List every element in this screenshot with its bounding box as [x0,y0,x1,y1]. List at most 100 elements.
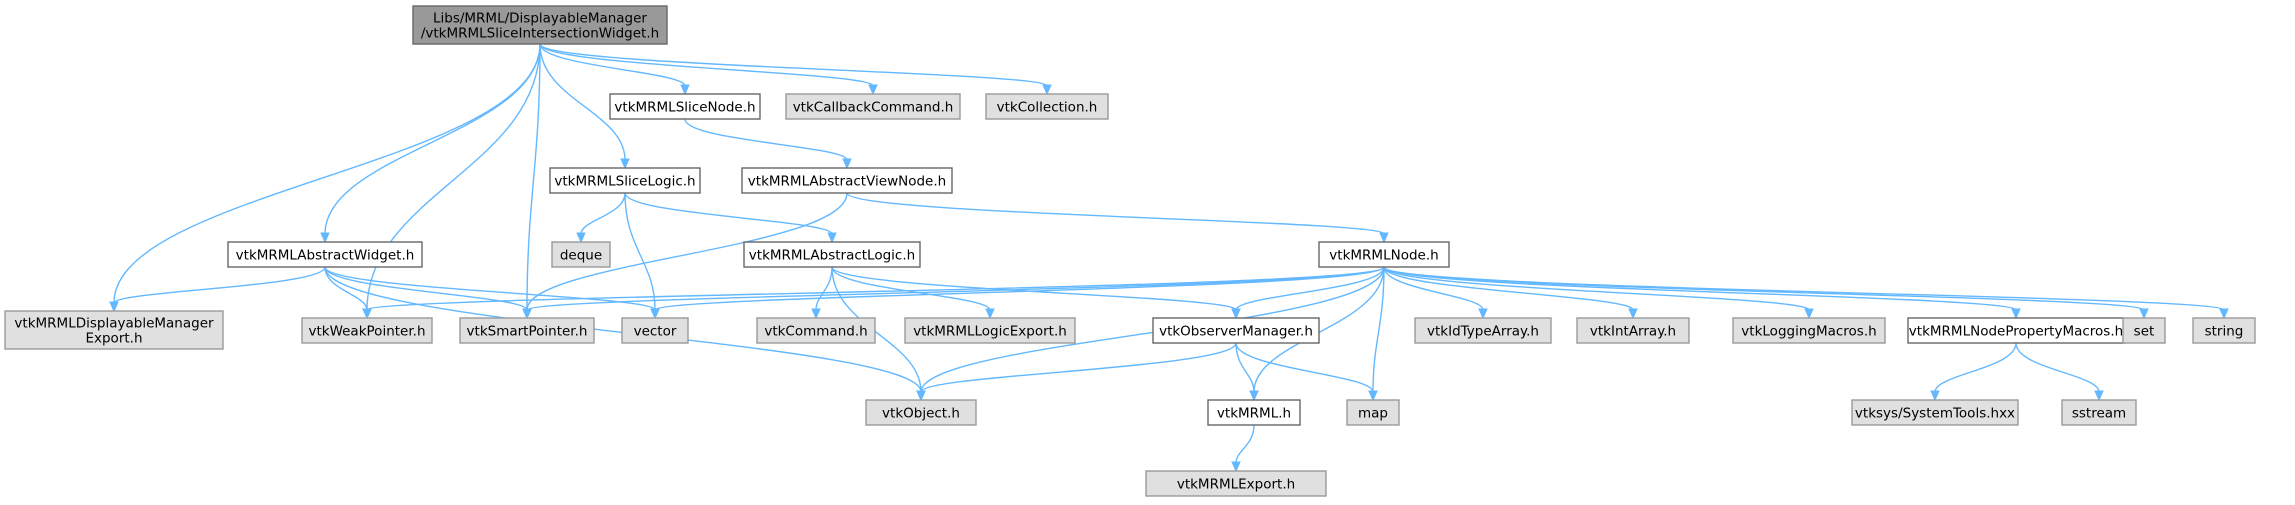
node-box [743,241,921,268]
arrowhead-obsMgr-to-mrml [1249,390,1259,402]
node-label: vtkMRMLAbstractLogic.h [749,248,915,264]
node-box [412,5,668,45]
arrowhead-sliceNode-to-absViewNode [842,158,852,170]
arrowhead-propMacros-to-sstream [2094,390,2104,402]
arrowhead-root-to-sliceNode [680,84,690,96]
edge-obsMgr-to-mrml [1235,342,1255,393]
edge-mrmlNode-to-set [1383,266,2145,311]
node-box [2122,317,2166,344]
arrowhead-mrmlNode-to-set [2139,308,2149,320]
node-vtkcommand-h: vtkCommand.h [756,317,876,344]
arrowhead-sliceLogic-to-deque [576,232,586,244]
node-box [1145,470,1327,497]
edge-absWidget-to-weakPtr [324,266,368,311]
node-vtkweakpointer-h: vtkWeakPointer.h [301,317,433,344]
edge-absWidget-to-smartPtr [324,266,528,311]
edge-root-to-callbackCmd [539,43,874,87]
node-box [227,241,423,268]
edge-absViewNode-to-mrmlNode [846,192,1385,235]
node-box [865,399,977,426]
edge-obsMgr-to-object [920,342,1237,393]
node-vtkmrmlslicelogic-h[interactable]: vtkMRMLSliceLogic.h [549,167,701,194]
node-box [4,310,224,350]
edge-root-to-dispExport [113,43,541,304]
node-box [1907,317,2125,344]
node-set: set [2122,317,2166,344]
edge-absLogic-to-command [815,266,833,311]
arrowhead-propMacros-to-sysTools [1930,390,1940,402]
node-vtkmrml-h[interactable]: vtkMRML.h [1207,399,1301,426]
edge-absLogic-to-logicExport [831,266,991,311]
node-label: vtkCommand.h [764,324,867,340]
edge-sliceLogic-to-vector [624,192,656,311]
node-box [1318,241,1450,268]
node-vtkmrmlabstractlogic-h[interactable]: vtkMRMLAbstractLogic.h [743,241,921,268]
edge-absLogic-to-object [831,266,922,393]
node-vtkmrmlnode-h[interactable]: vtkMRMLNode.h [1318,241,1450,268]
node-vtkmrmllogicexport-h: vtkMRMLLogicExport.h [904,317,1076,344]
arrowhead-mrmlNode-to-string [2219,308,2229,320]
node-box [551,241,611,268]
arrowhead-obsMgr-to-object [916,390,926,402]
arrowhead-mrml-to-mrmlExport [1231,461,1241,473]
node-vtkmrmlnodepropertymacros-h[interactable]: vtkMRMLNodePropertyMacros.h [1907,317,2125,344]
node-vtkcollection-h: vtkCollection.h [985,93,1109,120]
edge-absWidget-to-dispExport [113,266,326,304]
node-label: string [2205,324,2244,340]
node-string: string [2192,317,2256,344]
node-box [609,93,761,120]
edge-sliceLogic-to-absLogic [624,192,833,235]
node-label: vtkMRMLExport.h [1177,477,1295,493]
node-box [1152,317,1320,344]
node-vtkobservermanager-h[interactable]: vtkObserverManager.h [1152,317,1320,344]
node-label: vtkSmartPointer.h [467,324,588,340]
node-label: vtkMRMLSliceLogic.h [554,174,695,190]
arrowhead-root-to-sliceLogic [620,158,630,170]
edge-root-to-sliceNode [539,43,686,87]
edge-root-to-sliceLogic [539,43,626,161]
edge-absViewNode-to-smartPtr [526,192,848,311]
node-label: vtkMRMLDisplayableManager [14,316,214,332]
arrowhead-mrmlNode-to-idType [1478,308,1488,320]
arrowhead-absViewNode-to-mrmlNode [1379,232,1389,244]
node-box [1414,317,1552,344]
node-label: /vtkMRMLSliceIntersectionWidget.h [421,26,659,42]
node-box [904,317,1076,344]
node-vtkobject-h: vtkObject.h [865,399,977,426]
node-label: vtkMRMLAbstractViewNode.h [748,174,946,190]
node-map: map [1346,399,1400,426]
node-vtksys-systemtools-hxx: vtksys/SystemTools.hxx [1851,399,2019,426]
arrowhead-mrmlNode-to-intArray [1628,308,1638,320]
node-label: vtkCallbackCommand.h [793,100,954,116]
node-libs-mrml-displayablemanager-vtkmrmlsliceintersectionwidget-h[interactable]: Libs/MRML/DisplayableManager/vtkMRMLSlic… [412,5,668,45]
node-vtkmrmlabstractwidget-h[interactable]: vtkMRMLAbstractWidget.h [227,241,423,268]
node-vtkmrmlabstractviewnode-h[interactable]: vtkMRMLAbstractViewNode.h [741,167,953,194]
edge-mrmlNode-to-intArray [1383,266,1634,311]
arrowhead-root-to-absWidget [320,232,330,244]
arrowhead-mrmlNode-to-vector [650,308,660,320]
node-deque: deque [551,241,611,268]
node-box [2061,399,2137,426]
node-box [301,317,433,344]
arrowhead-mrmlNode-to-propMacros [2011,308,2021,320]
node-vtkidtypearray-h: vtkIdTypeArray.h [1414,317,1552,344]
edge-mrmlNode-to-idType [1383,266,1484,311]
node-label: vtkMRMLLogicExport.h [913,324,1067,340]
arrowhead-sliceLogic-to-absLogic [827,232,837,244]
edge-root-to-weakPtr [366,43,541,311]
edge-root-to-smartPtr [526,43,541,311]
node-box [756,317,876,344]
node-label: vtkObject.h [882,406,960,422]
edge-mrmlNode-to-weakPtr [366,266,1385,311]
node-label: set [2134,324,2155,340]
edge-mrmlNode-to-obsMgr [1235,266,1385,311]
node-label: vtkIdTypeArray.h [1427,324,1539,340]
edge-mrmlNode-to-map [1372,266,1385,393]
node-label: vtkMRMLNodePropertyMacros.h [1909,324,2123,340]
node-label: sstream [2072,406,2126,422]
node-label: vtksys/SystemTools.hxx [1855,406,2015,422]
node-vector: vector [621,317,689,344]
node-vtkmrmlslicenode-h[interactable]: vtkMRMLSliceNode.h [609,93,761,120]
edge-mrmlNode-to-propMacros [1383,266,2017,311]
edges-layer [109,43,2229,473]
